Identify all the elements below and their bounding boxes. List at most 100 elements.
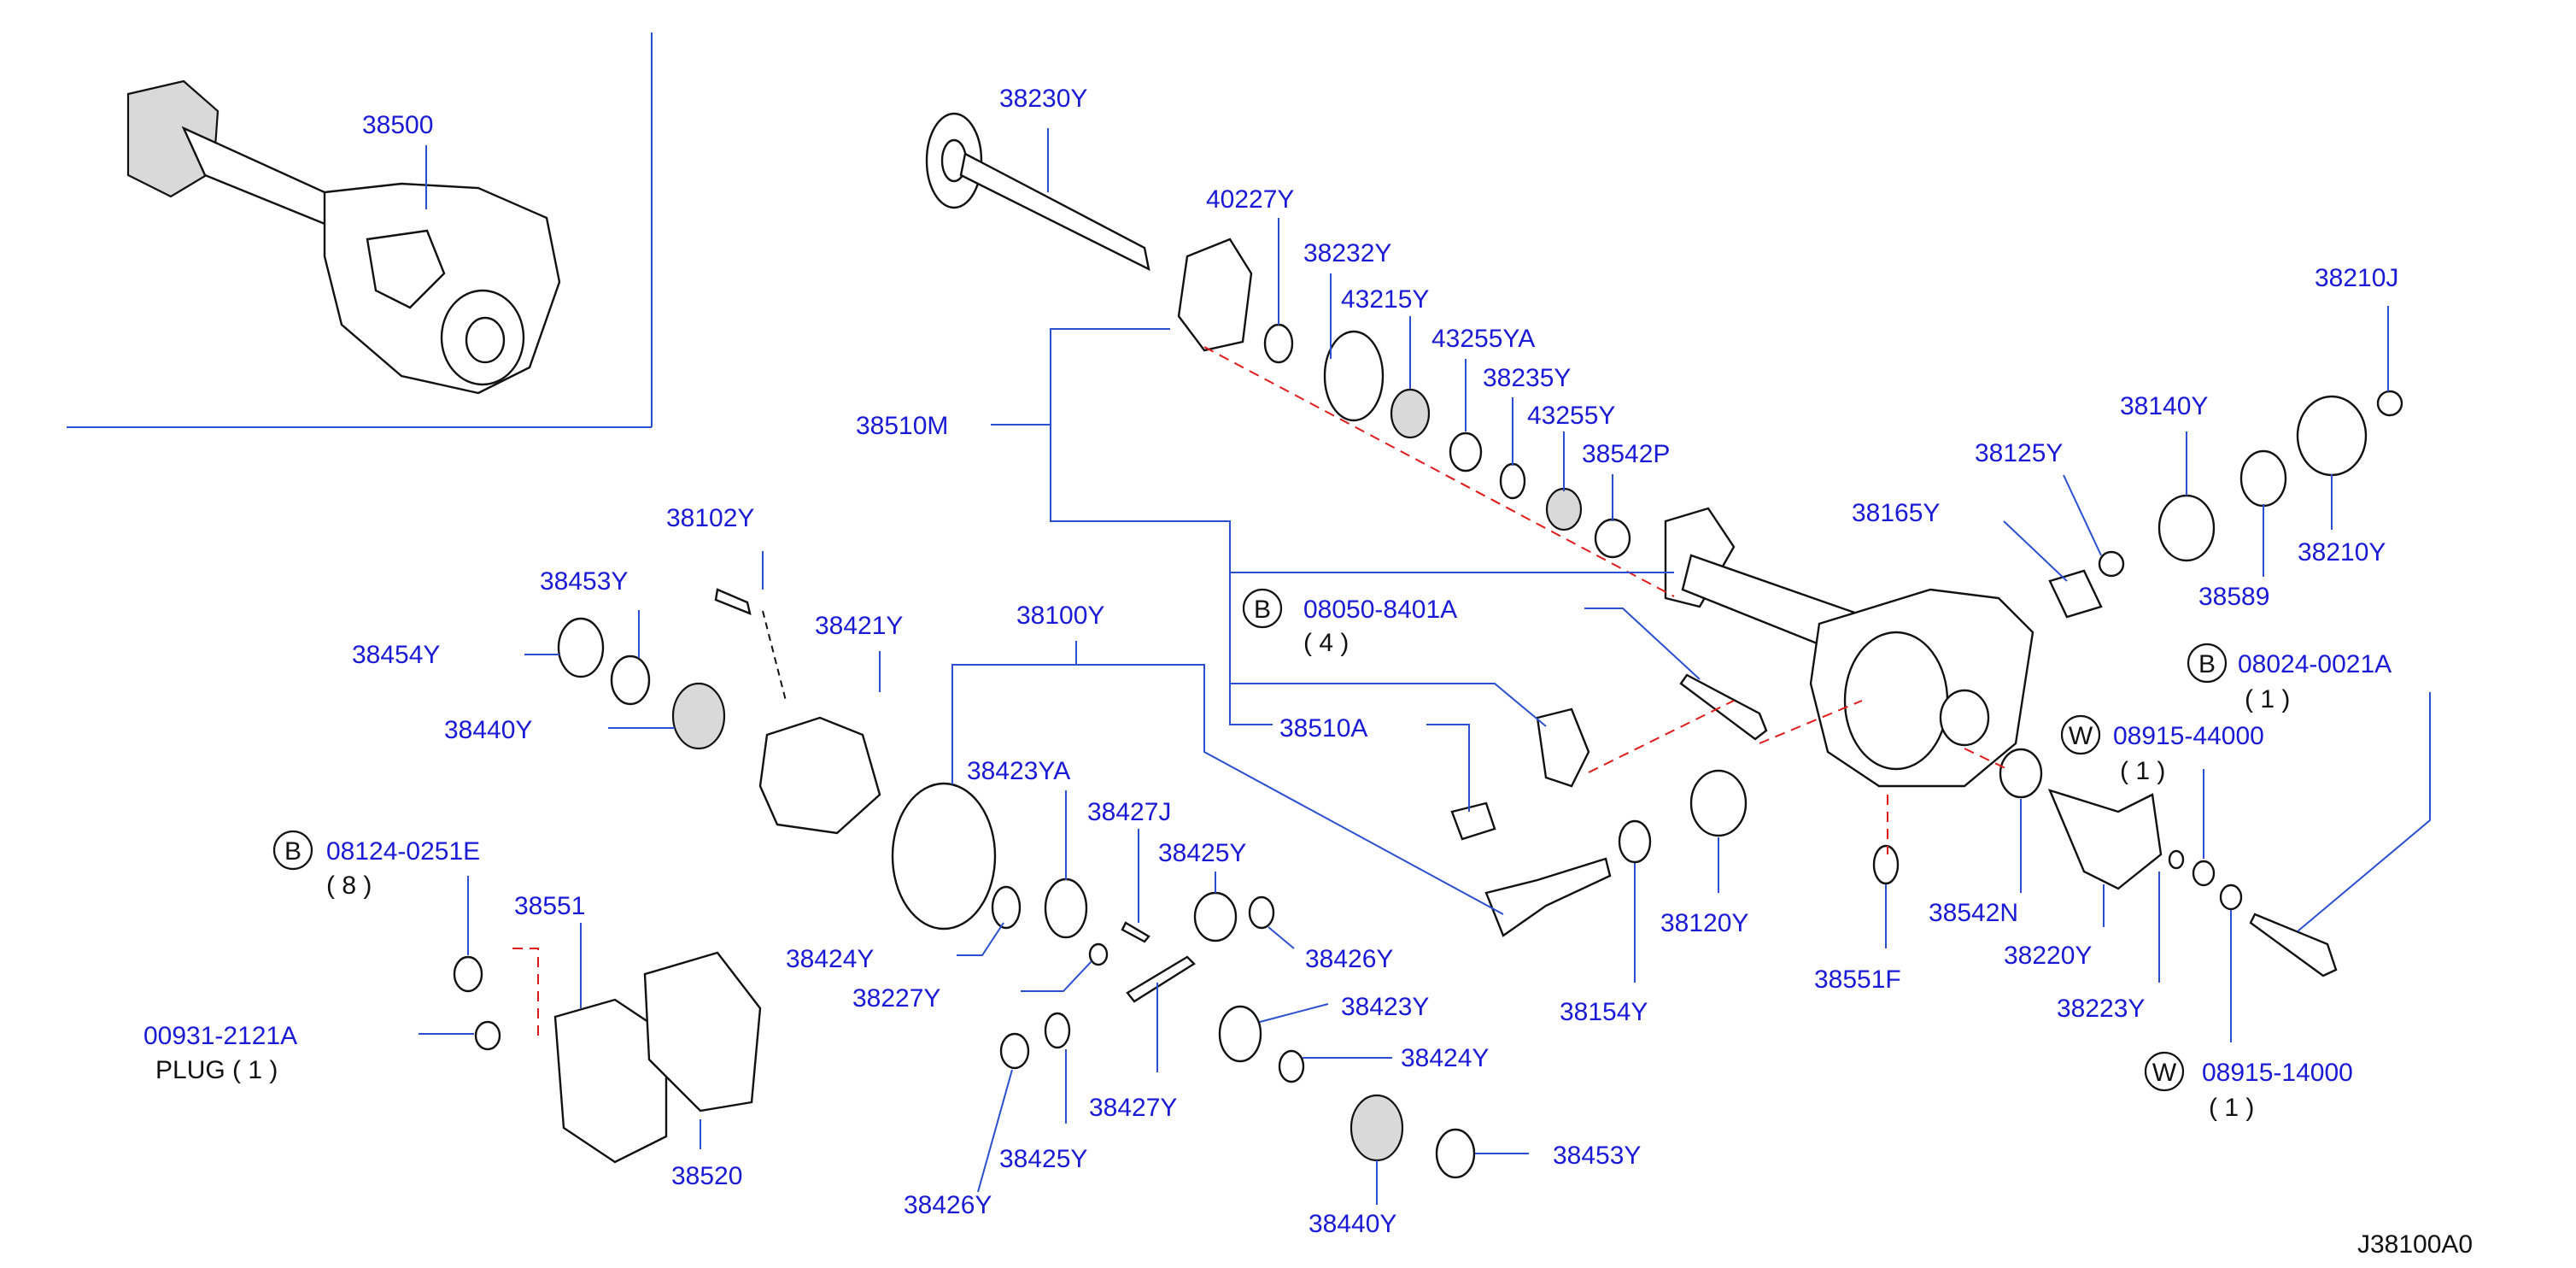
bearing-43215y-illustration [1390,388,1431,439]
label-38440y-a: 38440Y [444,716,532,744]
gasket-38520-illustration [643,951,762,1112]
svg-text:W: W [2069,722,2093,750]
washer-38223y-illustration [2168,849,2185,870]
marker-b-08124: B [272,830,313,871]
shaft-38427y-illustration [1126,955,1196,1003]
marker-b-08024: B [2187,643,2228,684]
label-08024: 08024-0021A [2238,650,2392,678]
bearing-43255y-illustration [1545,487,1583,531]
spacer-38165y-illustration [2048,569,2103,619]
label-38427y: 38427Y [1089,1094,1177,1122]
washer-38227y-illustration [1088,942,1109,966]
label-38100y: 38100Y [1016,602,1104,630]
label-38440y-b: 38440Y [1308,1210,1396,1238]
label-38424y-b: 38424Y [1401,1044,1489,1072]
svg-text:B: B [284,837,302,866]
bolt-08124-illustration [453,955,483,993]
bearing-38120y-illustration [1689,769,1748,837]
seal-38589-illustration [2239,449,2287,508]
plug-38551f-illustration [1872,844,1900,885]
label-08024-qty: ( 1 ) [2245,685,2290,713]
axle-shaft-illustration [925,112,1150,272]
svg-text:B: B [1254,596,1271,624]
label-38542n: 38542N [1929,899,2018,927]
ring-gear-38100y-illustration [891,782,997,930]
label-40227y: 40227Y [1206,185,1294,214]
seal-38542n-illustration [1999,748,2043,799]
label-38140y: 38140Y [2120,392,2208,420]
bearing-38140y-illustration [2157,494,2216,562]
oil-seal-40227y-illustration [1263,323,1294,364]
cap-bolt-illustration [1450,801,1496,841]
label-38426y-a: 38426Y [1305,945,1393,973]
marker-w-08915-14000: W [2144,1051,2185,1092]
thrust-washer-38424y-illustration [991,885,1022,930]
rear-cover-38551-illustration [553,998,668,1164]
label-38510m: 38510M [856,412,948,440]
differential-case-38421y-illustration [758,716,881,835]
seal-38542p-illustration [1594,518,1631,559]
label-38102y: 38102Y [666,504,754,532]
label-38425y-a: 38425Y [1158,839,1246,867]
axle-assembly-illustration [126,79,561,395]
thrust-washer-38426y-b-illustration [999,1032,1030,1070]
thrust-washer-38424y-b-illustration [1278,1049,1305,1083]
carrier-housing-illustration [1664,507,2034,788]
label-38210j: 38210J [2315,264,2398,292]
label-38154y: 38154Y [1560,998,1648,1026]
nut-38210j-illustration [2376,390,2403,417]
bolt-08024-illustration [2249,913,2338,977]
label-38454y: 38454Y [352,641,440,669]
label-38235y: 38235Y [1483,364,1571,392]
label-38453y-b: 38453Y [1553,1142,1641,1170]
drive-pinion-illustration [1484,857,1612,937]
label-08124: 08124-0251E [326,837,480,866]
assembly-inset-frame [67,32,653,428]
label-38232y: 38232Y [1303,239,1391,267]
label-38120y: 38120Y [1660,909,1748,937]
label-43255y: 43255Y [1527,402,1615,430]
label-38551: 38551 [514,892,585,920]
washer-08915-14000-illustration [2219,883,2243,911]
label-38520: 38520 [671,1162,742,1190]
label-38125y: 38125Y [1975,439,2063,467]
shim-38453y-b-illustration [1435,1128,1476,1179]
plug-00931-illustration [474,1020,501,1051]
part-labels: 38500 38230Y 40227Y 38232Y 43215Y 43255Y… [143,85,2473,1259]
companion-flange-38220y-illustration [2047,789,2163,890]
label-38423ya: 38423YA [967,757,1070,785]
label-38165y: 38165Y [1852,499,1940,527]
label-38220y: 38220Y [2004,942,2092,970]
label-38423y: 38423Y [1341,993,1429,1021]
marker-w-08915-44000: W [2060,714,2101,755]
label-38453y-a: 38453Y [540,567,628,596]
label-38500: 38500 [362,111,433,139]
label-08915-44000-qty: ( 1 ) [2120,757,2165,785]
svg-text:B: B [2198,650,2216,678]
bearing-38440y-illustration [671,682,726,750]
bolt-38102y-illustration [714,588,752,615]
label-38427j: 38427J [1087,798,1171,826]
label-38551f: 38551F [1814,966,1901,994]
label-38589: 38589 [2198,583,2269,611]
label-38223y: 38223Y [2057,995,2145,1023]
label-08915-14000: 08915-14000 [2202,1059,2353,1087]
marker-b-08050: B [1242,588,1283,629]
washer-38154y-illustration [1618,819,1652,864]
svg-text:W: W [2152,1059,2177,1087]
label-38510a: 38510A [1279,714,1367,743]
label-43255ya: 43255YA [1431,325,1535,353]
label-08915-44000: 08915-44000 [2113,722,2264,750]
label-08050: 08050-8401A [1303,596,1457,624]
bolt-08050-illustration [1679,673,1768,741]
label-08124-qty: ( 8 ) [326,872,372,900]
label-38227y: 38227Y [852,984,940,1013]
washer-08915-44000-illustration [2192,860,2216,887]
retainer-plate-illustration [1177,238,1253,352]
label-38542p: 38542P [1582,440,1670,468]
label-38424y-a: 38424Y [786,945,874,973]
assembly-dash-lines [512,346,2008,1036]
leader-lines [419,128,2431,1205]
shim-38453y-illustration [610,655,651,706]
